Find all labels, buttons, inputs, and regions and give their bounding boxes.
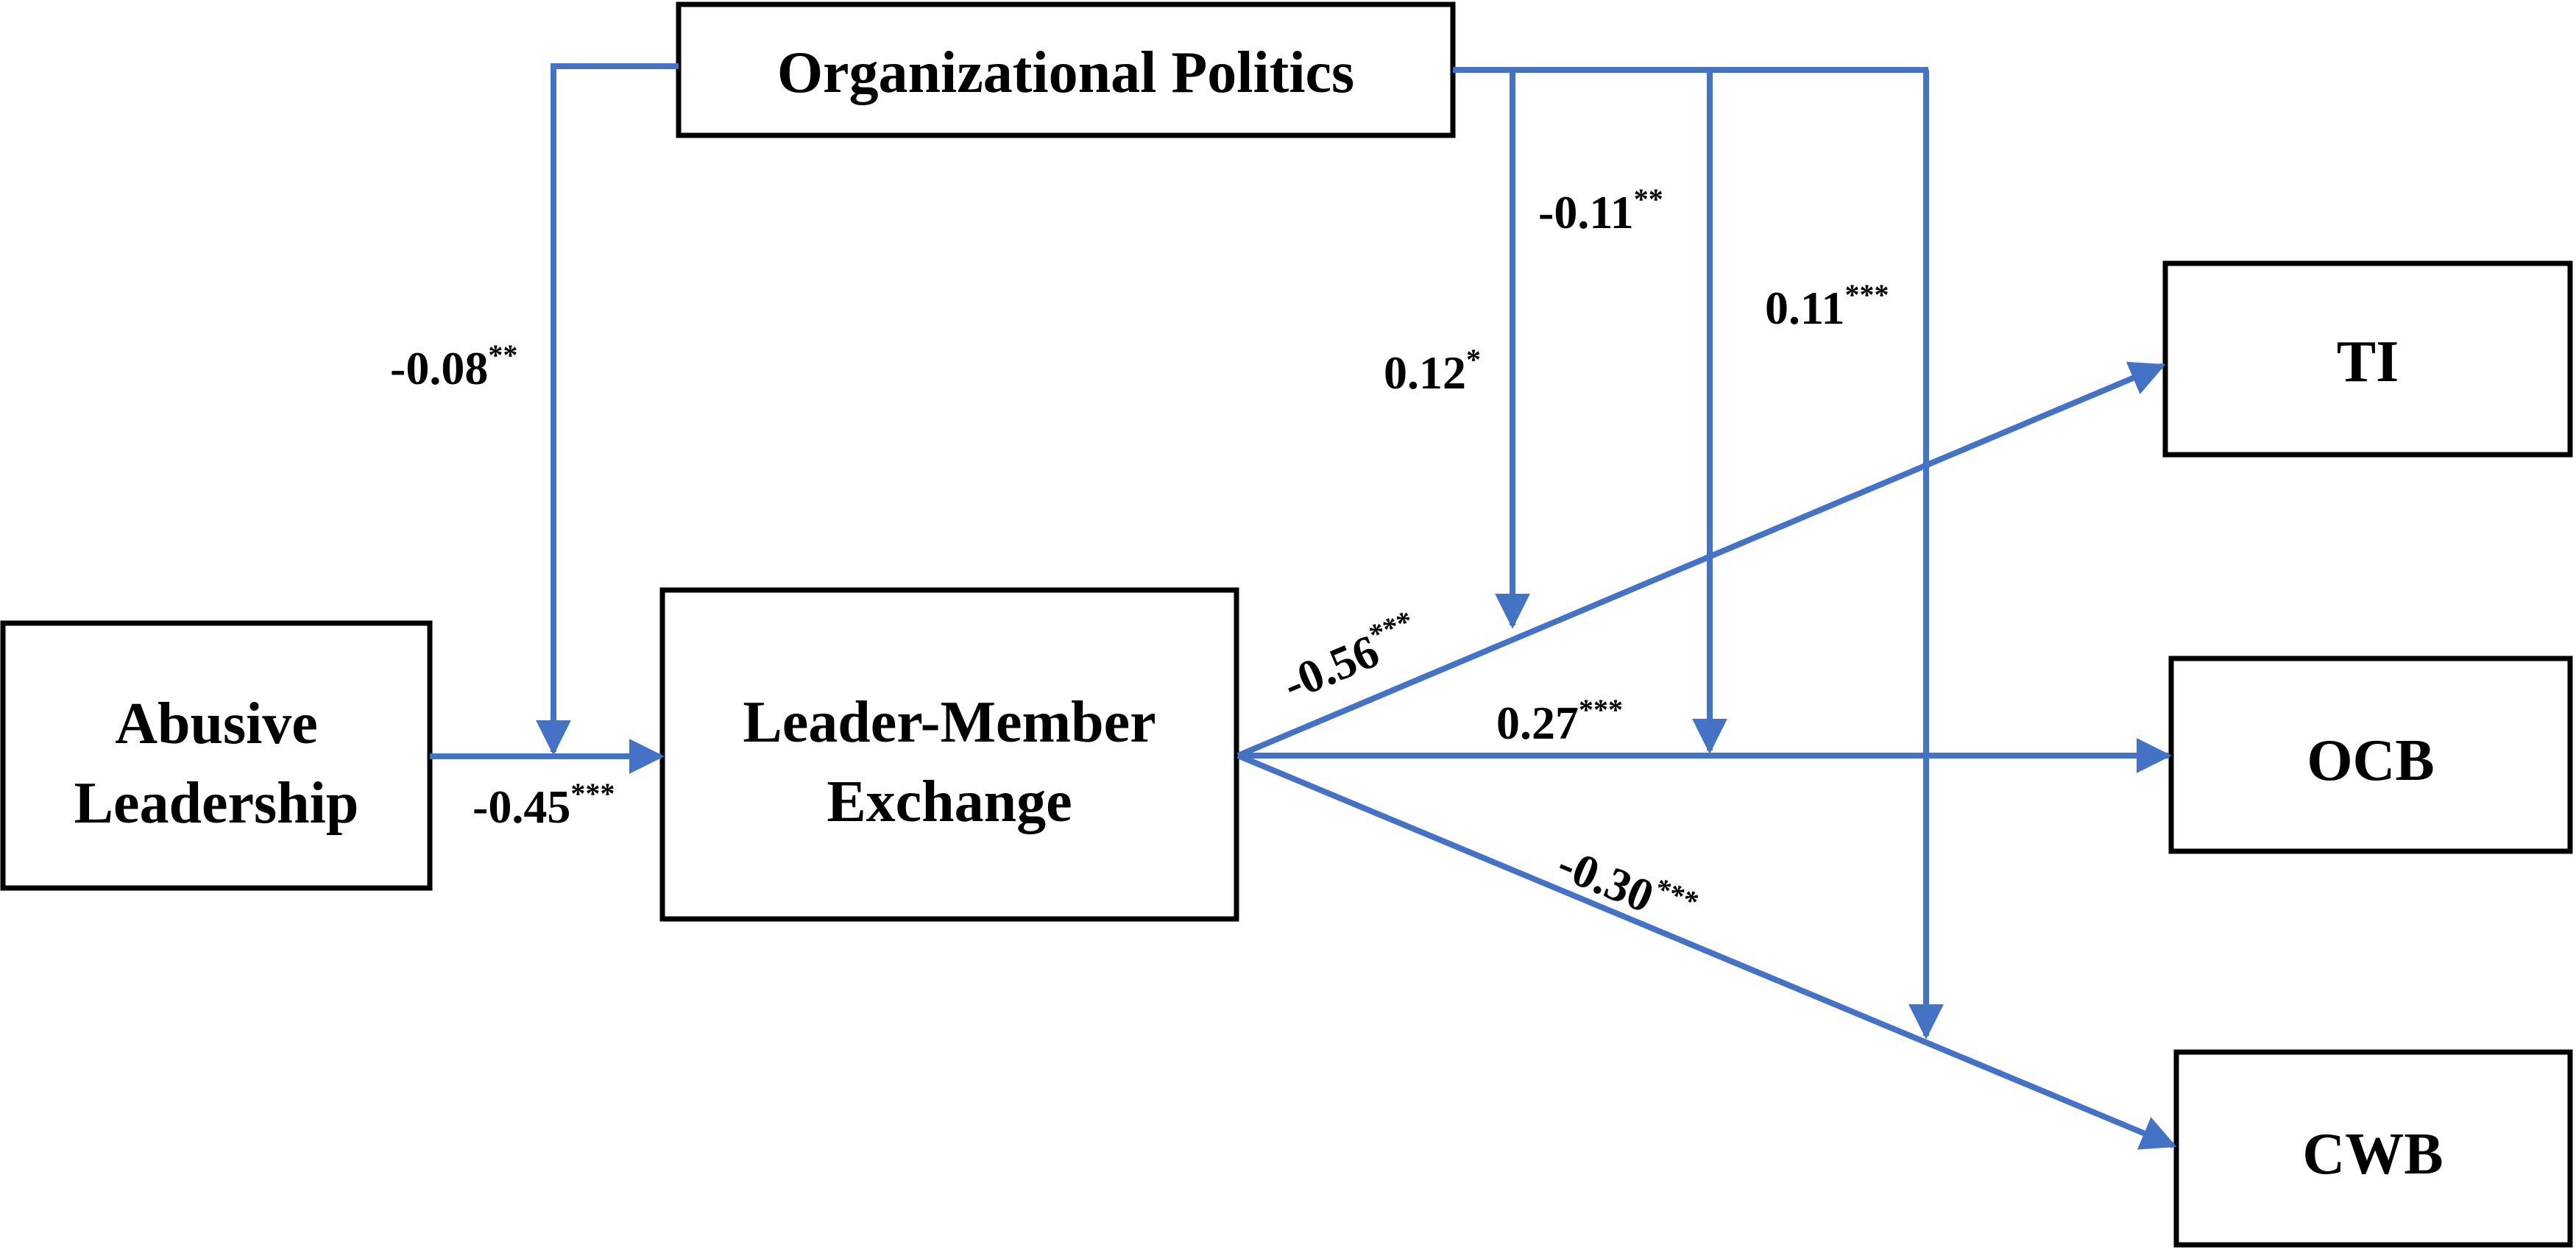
coef-op-mod-lmx-cwb: 0.11***: [1765, 278, 1889, 334]
coef-op-mod-lmx-ti-stars: *: [1466, 343, 1481, 376]
ocb-box: [2168, 656, 2573, 854]
coef-op-mod-lmx-ocb: -0.11**: [1538, 182, 1663, 238]
coef-op-mod-lmx-cwb-value: 0.11: [1765, 282, 1844, 334]
organizational-politics-label: Organizational Politics: [777, 40, 1354, 105]
cwb-label: CWB: [2302, 1122, 2443, 1187]
coef-op-mod-lmx-ti-value: 0.12: [1384, 347, 1466, 399]
coef-al-to-lmx: -0.45***: [473, 777, 615, 833]
coef-lmx-to-ocb-stars: ***: [1579, 693, 1623, 726]
coef-op-mod-al-lmx-stars: **: [488, 338, 517, 372]
ti-box: [2162, 260, 2573, 458]
lmx-box: [659, 587, 1239, 922]
coef-al-to-lmx-value: -0.45: [473, 781, 570, 833]
coef-op-mod-lmx-ocb-stars: **: [1634, 182, 1663, 216]
coef-op-mod-lmx-ocb-value: -0.11: [1538, 186, 1634, 238]
ocb-label: OCB: [2307, 728, 2434, 793]
arrow-op-mod-al-lmx: [536, 63, 679, 756]
coef-lmx-to-ocb-value: 0.27: [1496, 697, 1579, 749]
lmx-label-line2: Exchange: [827, 770, 1072, 834]
coef-op-mod-lmx-cwb-stars: ***: [1844, 278, 1889, 311]
coef-op-mod-al-lmx: -0.08**: [390, 338, 517, 394]
organizational-politics-box: [676, 1, 1456, 138]
arrow-lmx-to-cwb: [1236, 753, 2177, 1150]
abusive-leadership-label-line2: Leadership: [74, 771, 359, 836]
coef-al-to-lmx-stars: ***: [570, 777, 615, 810]
coef-lmx-to-ti: -0.56***: [1274, 604, 1427, 711]
lmx-label-line1: Leader-Member: [743, 690, 1156, 755]
coef-op-mod-lmx-ti: 0.12*: [1384, 343, 1481, 399]
abusive-leadership-box: [0, 620, 433, 891]
coef-lmx-to-cwb: -0.30***: [1551, 834, 1704, 940]
coef-lmx-to-ocb: 0.27***: [1496, 693, 1623, 749]
coef-op-mod-al-lmx-value: -0.08: [390, 342, 488, 394]
ti-label: TI: [2337, 330, 2399, 394]
arrow-lmx-to-ti: [1236, 361, 2166, 759]
abusive-leadership-label-line1: Abusive: [115, 692, 318, 756]
